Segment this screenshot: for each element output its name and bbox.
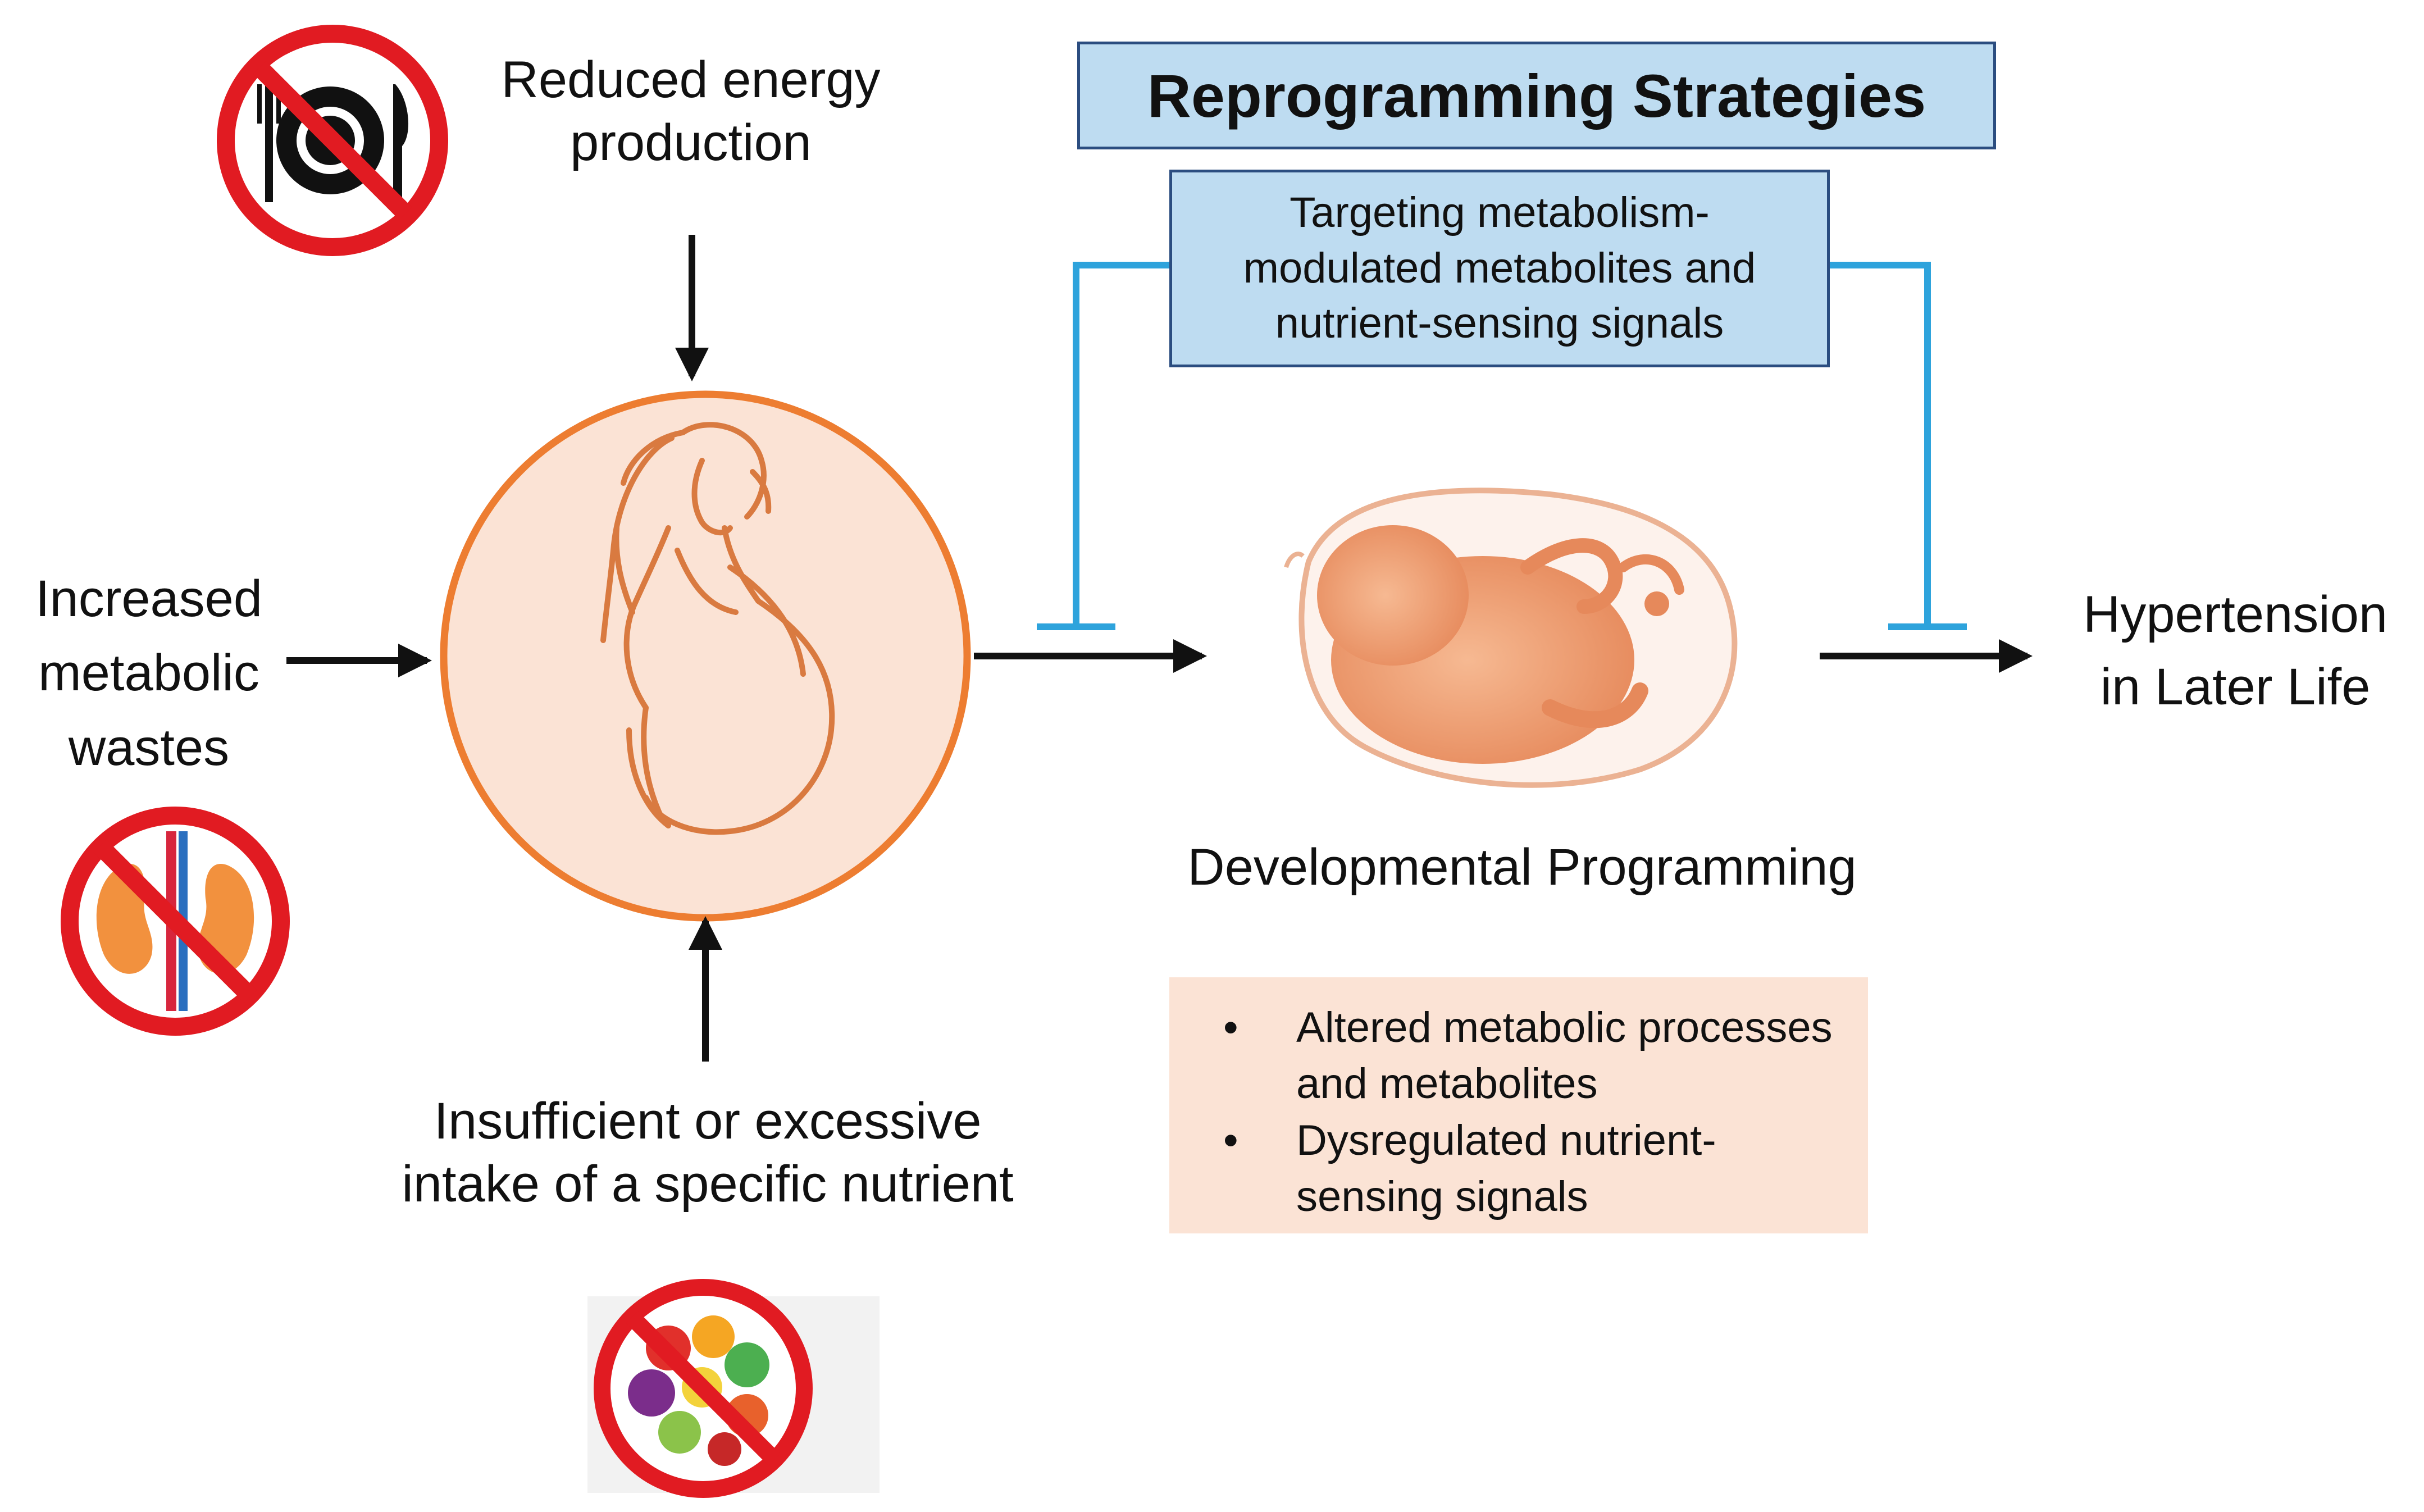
inhibition-connector-right (1830, 262, 1967, 630)
no-fruits-vegetables-icon (587, 1279, 880, 1498)
input-bottom-line-2: intake of a specific nutrient (402, 1155, 1014, 1213)
outcome-hypertension-label: Hypertension in Later Life (2050, 579, 2421, 723)
strategy-text: Targeting metabolism- modulated metaboli… (1243, 185, 1756, 352)
developmental-programming-label: Developmental Programming (1187, 839, 1857, 896)
no-kidney-icon (61, 807, 290, 1036)
strategy-line-3: nutrient-sensing signals (1275, 299, 1724, 348)
strategy-line-2: modulated metabolites and (1243, 244, 1756, 292)
bullet-2-line-1: Dysregulated nutrient- (1296, 1116, 1716, 1164)
input-left-line-1: Increased (35, 570, 263, 627)
bullet-glyph: • (1223, 1004, 1238, 1051)
bullet-1-line-2: and metabolites (1296, 1060, 1598, 1108)
input-reduced-energy-label: Reduced energy production (461, 48, 921, 174)
input-top-line-1: Reduced energy (501, 51, 881, 108)
input-metabolic-wastes-label: Increased metabolic wastes (6, 562, 292, 785)
outcome-line-1: Hypertension (2083, 586, 2388, 643)
input-top-line-2: production (570, 114, 812, 172)
fetus-in-womb-icon (1284, 488, 1738, 788)
list-item: • Dysregulated nutrient- sensing signals (1223, 1113, 1846, 1226)
inhibition-connector-left (1037, 262, 1169, 630)
bullet-1-line-1: Altered metabolic processes (1296, 1004, 1833, 1051)
input-left-line-2: metabolic (38, 644, 259, 702)
reprogramming-strategies-title: Reprogramming Strategies (1077, 42, 1996, 149)
bullet-glyph: • (1223, 1116, 1238, 1164)
programming-effects-list: • Altered metabolic processes and metabo… (1192, 1000, 1846, 1225)
programming-effects-box: • Altered metabolic processes and metabo… (1169, 977, 1868, 1233)
title-text: Reprogramming Strategies (1147, 61, 1926, 130)
list-item: • Altered metabolic processes and metabo… (1223, 1000, 1846, 1113)
input-left-line-3: wastes (68, 718, 230, 776)
strategy-description-box: Targeting metabolism- modulated metaboli… (1169, 170, 1830, 367)
pregnant-woman-icon (440, 390, 971, 922)
input-bottom-line-1: Insufficient or excessive (434, 1092, 982, 1150)
input-nutrient-intake-label: Insufficient or excessive intake of a sp… (315, 1090, 1101, 1215)
bullet-2-line-2: sensing signals (1296, 1172, 1588, 1220)
strategy-line-1: Targeting metabolism- (1290, 188, 1710, 236)
outcome-line-2: in Later Life (2100, 658, 2371, 716)
no-food-plate-icon (217, 25, 448, 256)
